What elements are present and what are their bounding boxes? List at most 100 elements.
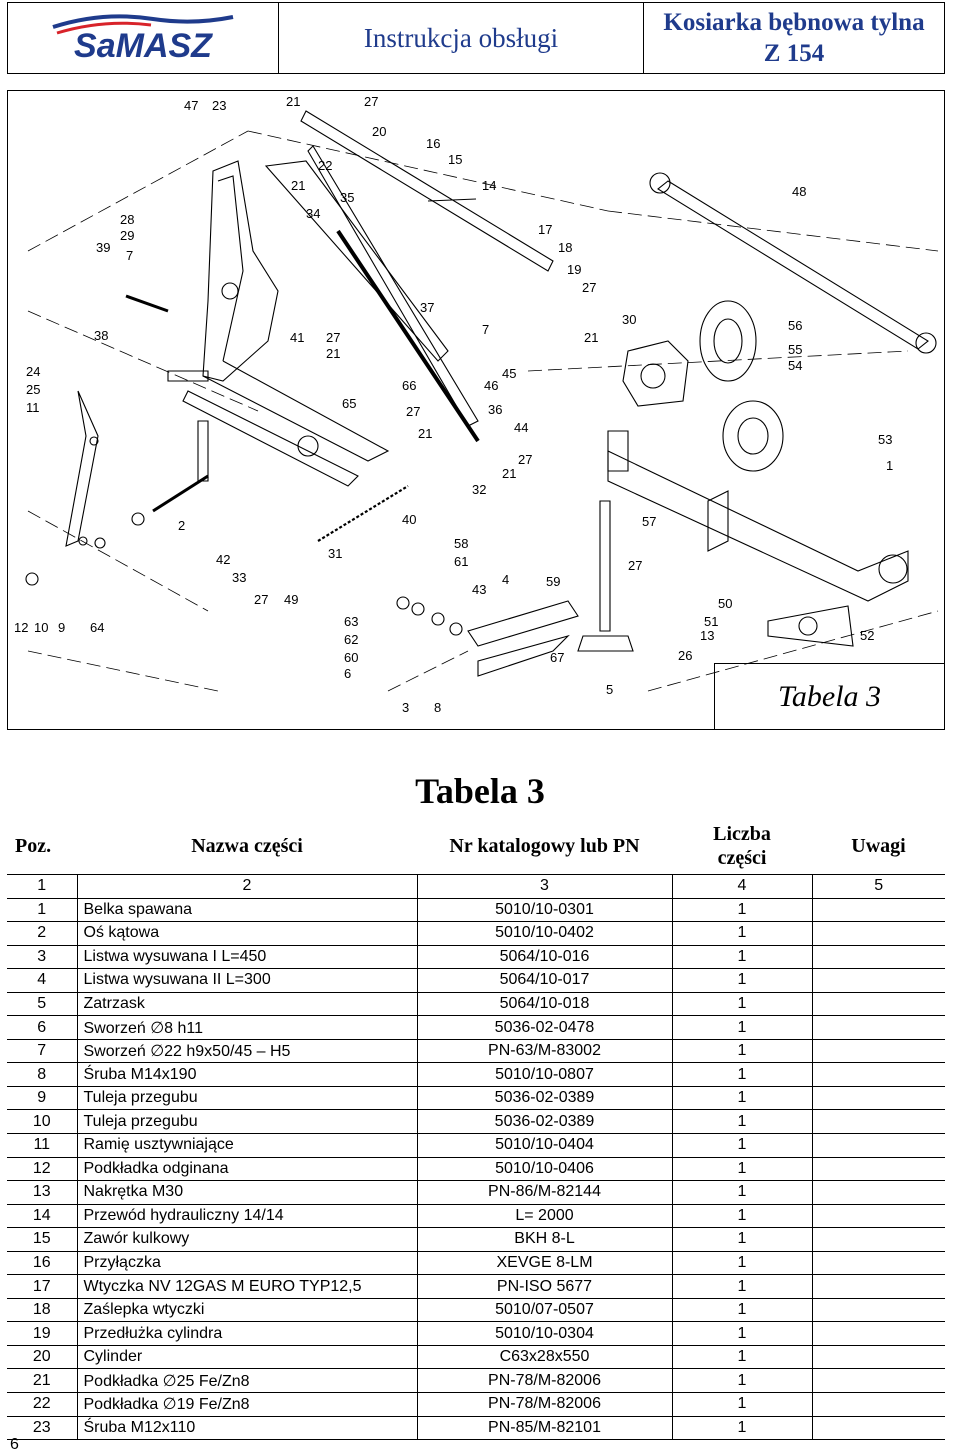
cell-name: Podkładka ∅25 Fe/Zn8 — [76, 1368, 417, 1394]
part-callout: 44 — [514, 420, 529, 435]
column-number: 2 — [76, 874, 417, 899]
cell-qty: 1 — [671, 1251, 812, 1276]
header-qty-line-1: Liczba — [713, 823, 771, 845]
cell-name: Podkładka ∅19 Fe/Zn8 — [76, 1392, 417, 1417]
part-callout: 32 — [472, 482, 487, 497]
part-callout: 25 — [26, 382, 41, 397]
cell-notes — [811, 1039, 945, 1064]
sliding-bars — [396, 596, 579, 677]
cell-notes — [811, 1274, 945, 1299]
part-callout: 14 — [482, 178, 497, 193]
chain — [317, 485, 409, 542]
part-callout: 13 — [700, 628, 715, 643]
part-callout: 6 — [344, 666, 352, 681]
part-callout: 31 — [328, 546, 343, 561]
cell-catalog: PN-78/M-82006 — [416, 1368, 672, 1394]
part-callout: 60 — [344, 650, 359, 665]
part-callout: 33 — [232, 570, 247, 585]
part-callout: 7 — [482, 322, 490, 337]
cell-pos: 17 — [7, 1274, 77, 1299]
cell-name: Zatrzask — [76, 992, 417, 1017]
cell-name: Zawór kulkowy — [76, 1227, 417, 1252]
cell-notes — [811, 945, 945, 970]
cell-name: Przyłączka — [76, 1251, 417, 1276]
diagram-table-label: Tabela 3 — [714, 663, 944, 729]
part-callout: 67 — [550, 650, 565, 665]
model-line-1: Kosiarka bębnowa tylna — [663, 9, 925, 36]
cell-pos: 20 — [7, 1345, 77, 1370]
cell-name: Sworzeń ∅22 h9x50/45 – H5 — [76, 1039, 417, 1064]
cell-qty: 1 — [671, 921, 812, 946]
cell-qty: 1 — [671, 1157, 812, 1182]
part-callout: 15 — [448, 152, 463, 167]
part-callout: 47 — [184, 98, 199, 113]
part-callout: 37 — [420, 300, 435, 315]
cell-notes — [811, 1368, 945, 1394]
model-line-2: Z 154 — [763, 40, 825, 67]
cell-catalog: PN-ISO 5677 — [416, 1274, 672, 1299]
cell-notes — [811, 992, 945, 1017]
logo-text: SaMASZ — [74, 27, 213, 63]
part-callout: 28 — [120, 212, 135, 227]
cell-pos: 3 — [7, 945, 77, 970]
part-callout: 24 — [26, 364, 41, 379]
cutter-beam — [607, 430, 909, 602]
part-callout: 21 — [418, 426, 433, 441]
part-callout: 55 — [788, 342, 803, 357]
part-callout: 65 — [342, 396, 357, 411]
cell-catalog: C63x28x550 — [416, 1345, 672, 1370]
part-callout: 5 — [606, 682, 614, 697]
cell-name: Oś kątowa — [76, 921, 417, 946]
diagram-drawing — [25, 110, 939, 692]
cell-qty: 1 — [671, 1416, 812, 1441]
part-callout: 35 — [340, 190, 355, 205]
part-callout: 27 — [326, 330, 341, 345]
cell-qty: 1 — [671, 1345, 812, 1370]
part-callout: 3 — [402, 700, 410, 715]
part-callout: 36 — [488, 402, 503, 417]
header-notes: Uwagi — [812, 818, 945, 875]
part-callout: 42 — [216, 552, 231, 567]
part-callout: 18 — [558, 240, 573, 255]
cell-pos: 2 — [7, 921, 77, 946]
cell-pos: 23 — [7, 1416, 77, 1441]
cell-notes — [811, 1062, 945, 1087]
cell-name: Zaślepka wtyczki — [76, 1298, 417, 1323]
cell-name: Wtyczka NV 12GAS M EURO TYP12,5 — [76, 1274, 417, 1299]
part-callout: 9 — [58, 620, 66, 635]
part-callout: 11 — [26, 400, 40, 415]
cell-catalog: XEVGE 8-LM — [416, 1251, 672, 1276]
part-callout: 63 — [344, 614, 359, 629]
cell-name: Listwa wysuwana I L=450 — [76, 945, 417, 970]
cell-notes — [811, 1298, 945, 1323]
part-callout: 23 — [212, 98, 227, 113]
samasz-logo: SaMASZ — [52, 14, 234, 63]
cell-name: Cylinder — [76, 1345, 417, 1370]
part-callout: 7 — [126, 248, 134, 263]
headstock-frame — [167, 160, 390, 487]
cell-pos: 9 — [7, 1086, 77, 1111]
part-callout: 30 — [622, 312, 637, 327]
cell-qty: 1 — [671, 1039, 812, 1064]
cell-catalog: 5064/10-016 — [416, 945, 672, 970]
part-callout: 51 — [704, 614, 719, 629]
cell-catalog: PN-85/M-82101 — [416, 1416, 672, 1441]
cell-pos: 6 — [7, 1015, 77, 1040]
cell-pos: 12 — [7, 1157, 77, 1182]
cell-notes — [811, 1227, 945, 1252]
cell-notes — [811, 1180, 945, 1205]
table-header-row: Poz. Nazwa części Nr katalogowy lub PN L… — [7, 818, 945, 875]
cell-catalog: 5010/10-0404 — [416, 1133, 672, 1158]
cell-catalog: 5036-02-0389 — [416, 1109, 672, 1135]
part-callout: 10 — [34, 620, 49, 635]
